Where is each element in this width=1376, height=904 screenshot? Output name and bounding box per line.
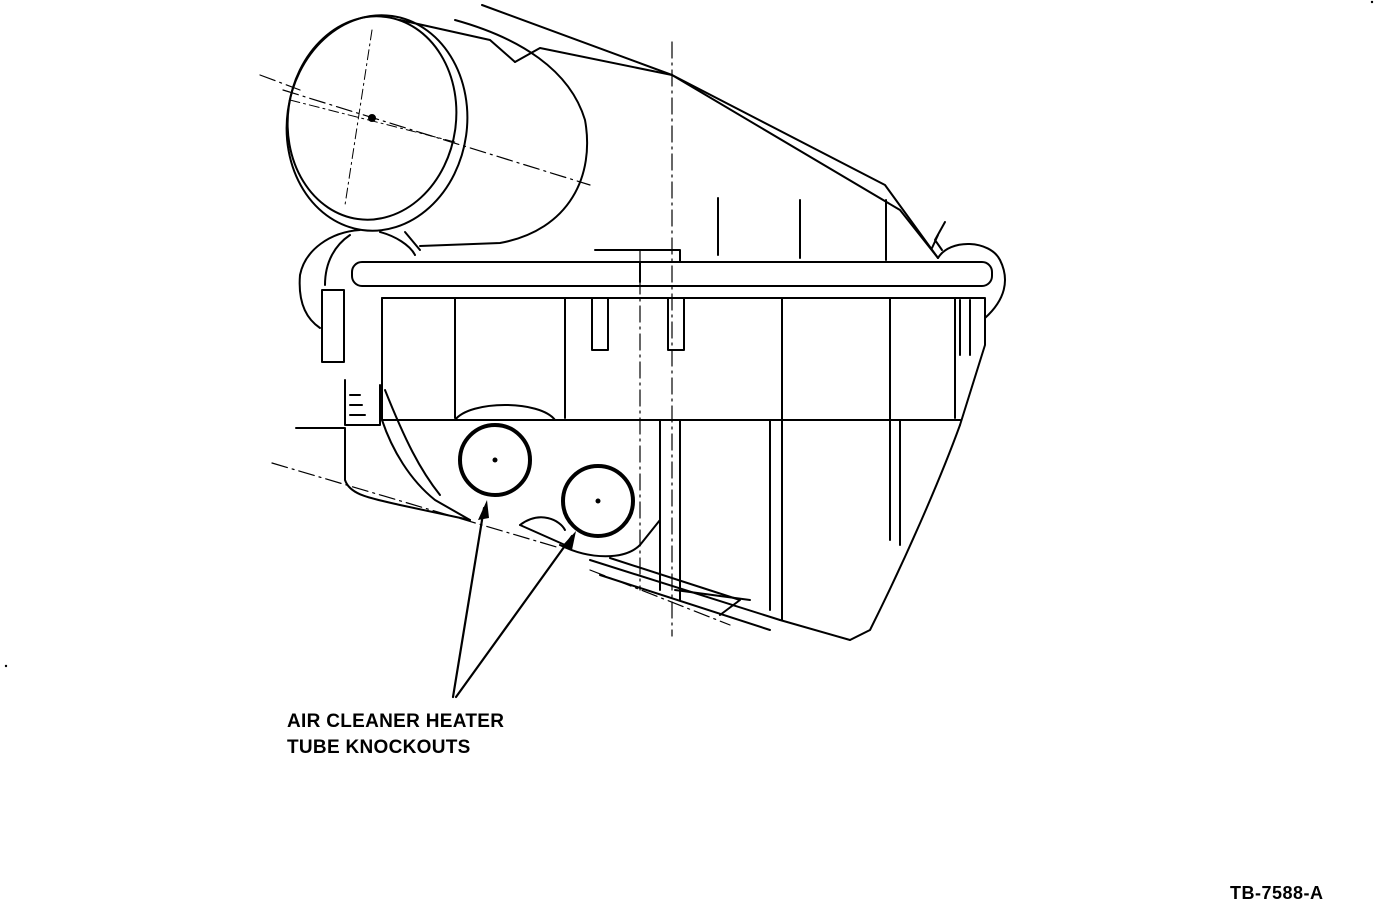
knockout-right-center — [595, 498, 601, 504]
cover-dome — [481, 4, 939, 261]
arrowhead-left — [478, 500, 489, 520]
callout-line-1: AIR CLEANER HEATER — [287, 711, 505, 732]
figure-id: TB-7588-A — [1230, 883, 1324, 903]
leader-arrows — [451, 506, 574, 699]
knockout-right — [561, 464, 635, 538]
housing-lower — [381, 389, 961, 641]
arrowhead-right — [562, 531, 576, 550]
right-clip — [931, 221, 1006, 319]
inlet-snorkel — [285, 14, 673, 247]
callout-line-2: TUBE KNOCKOUTS — [287, 737, 471, 758]
left-clip — [298, 229, 421, 426]
knockout-left — [458, 423, 532, 497]
knockouts-callout: AIR CLEANER HEATER TUBE KNOCKOUTS — [287, 709, 504, 761]
housing-body — [381, 297, 986, 426]
left-stepped-edge — [295, 427, 566, 546]
knockout-left-center — [492, 457, 498, 463]
knockout-boss — [454, 404, 661, 558]
cover-rim — [351, 249, 993, 287]
